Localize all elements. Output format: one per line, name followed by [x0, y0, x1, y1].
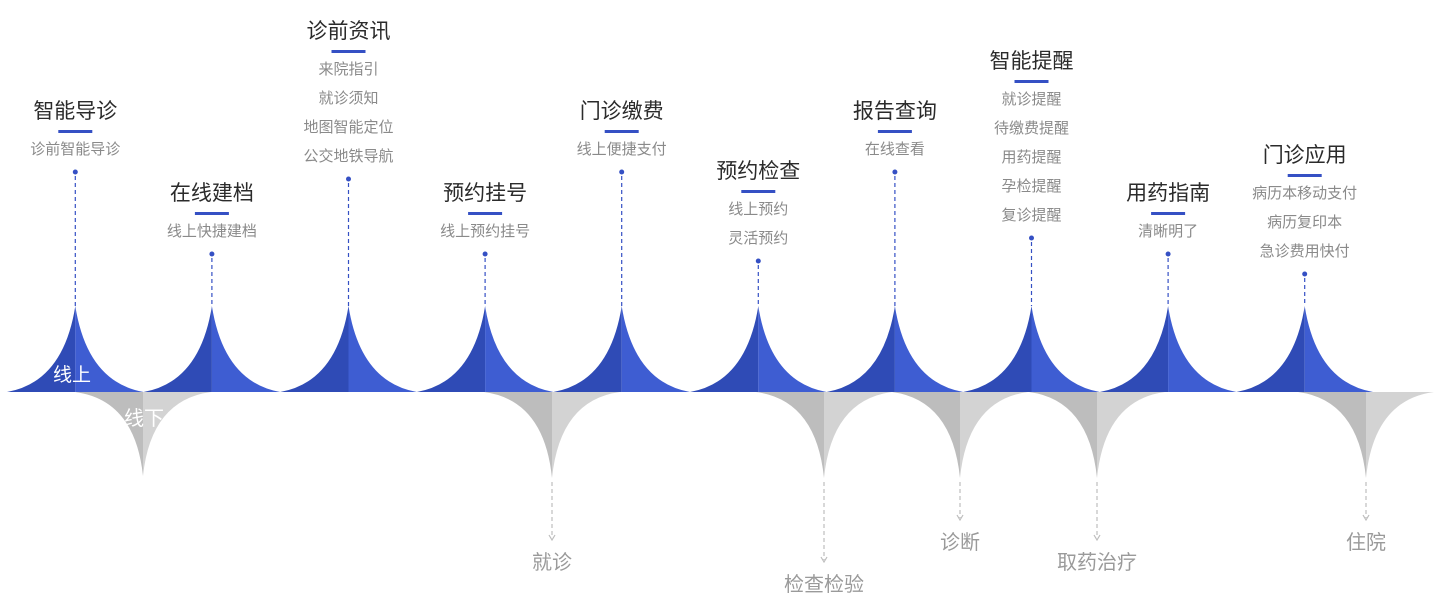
connector-dot [1029, 235, 1034, 241]
online-peak-left [7, 306, 76, 392]
offline-connector-arrow [956, 514, 964, 522]
offline-valley-left [1298, 392, 1366, 478]
online-peak-right [621, 306, 690, 392]
offline-valley-right [552, 392, 620, 478]
offline-step-label: 诊断 [940, 530, 980, 554]
service-item: 病历复印本 [1267, 213, 1343, 231]
offline-connector-arrow [820, 556, 828, 564]
service-underline [877, 130, 912, 133]
service-underline [58, 130, 93, 133]
offline-valley-right [824, 392, 892, 478]
service-underline [1014, 80, 1049, 83]
service-underline [1151, 212, 1186, 215]
connector-dot [209, 251, 215, 257]
offline-valley-right [143, 392, 211, 476]
online-peak-left [280, 306, 349, 392]
service-item: 清晰明了 [1138, 222, 1199, 240]
online-peak-left [553, 306, 622, 392]
service-item: 孕检提醒 [1001, 177, 1062, 195]
offline-step-label: 住院 [1346, 530, 1386, 554]
service-item: 急诊费用快付 [1259, 242, 1350, 260]
service-title: 在线建档 [169, 181, 254, 205]
service-item: 线上预约挂号 [440, 222, 531, 240]
service-item: 复诊提醒 [1001, 206, 1062, 224]
service-title: 智能提醒 [989, 49, 1074, 73]
offline-valley-left [75, 392, 143, 476]
offline-step-label: 检查检验 [784, 572, 864, 596]
connector-dot [892, 169, 898, 175]
service-item: 诊前智能导诊 [30, 140, 121, 158]
service-item: 就诊须知 [318, 89, 379, 107]
service-underline [468, 212, 503, 215]
service-title: 智能导诊 [33, 99, 118, 123]
service-item: 在线查看 [864, 140, 925, 158]
service-underline [741, 190, 776, 193]
connector-dot [346, 176, 351, 182]
offline-step-label: 取药治疗 [1057, 550, 1137, 574]
connector-dot [1165, 251, 1171, 257]
service-title: 用药指南 [1126, 181, 1211, 205]
offline-connector-arrow [1093, 534, 1101, 542]
online-peak-right [348, 306, 417, 392]
offline-connector-arrow [548, 534, 556, 542]
online-peak-right [485, 306, 554, 392]
offline-valley-left [892, 392, 960, 478]
service-item: 公交地铁导航 [303, 147, 394, 165]
service-item: 线上便捷支付 [576, 140, 667, 158]
offline-valley-left [756, 392, 824, 478]
online-peak-left [690, 306, 759, 392]
online-peak-right [1168, 306, 1237, 392]
online-peak-right [758, 306, 827, 392]
online-peak-right [75, 306, 144, 392]
online-peak-right [211, 306, 281, 392]
online-peak-left [826, 306, 895, 392]
connector-dot [619, 169, 625, 175]
online-peak-left [1099, 306, 1169, 392]
service-underline [194, 212, 229, 215]
offline-valley-left [484, 392, 552, 478]
service-title: 诊前资讯 [306, 19, 391, 43]
connector-dot [482, 251, 488, 257]
service-title: 门诊缴费 [579, 99, 664, 123]
service-title: 预约检查 [716, 159, 801, 183]
online-peak-left [963, 306, 1032, 392]
service-title: 报告查询 [852, 99, 937, 123]
service-item: 线上快捷建档 [166, 222, 257, 240]
online-peak-right [894, 306, 964, 392]
online-peak-right [1031, 306, 1100, 392]
offline-step-label: 就诊 [532, 550, 572, 574]
service-underline [604, 130, 639, 133]
online-peak-right [1304, 306, 1373, 392]
offline-tag: 线下 [124, 406, 164, 430]
service-title: 预约挂号 [443, 181, 528, 205]
service-item: 用药提醒 [1001, 148, 1062, 166]
offline-valley-right [960, 392, 1028, 478]
online-peak-left [1236, 306, 1305, 392]
online-peak-left [143, 306, 212, 392]
service-item: 灵活预约 [728, 229, 789, 247]
service-item: 线上预约 [728, 200, 789, 218]
service-item: 就诊提醒 [1001, 90, 1062, 108]
service-title: 门诊应用 [1262, 143, 1347, 167]
online-tag: 线上 [53, 364, 92, 386]
offline-valley-left [1029, 392, 1097, 478]
connector-dot [755, 258, 761, 264]
offline-valley-right [1097, 392, 1165, 478]
offline-connector-arrow [1362, 514, 1370, 522]
connector-dot [1302, 271, 1308, 277]
service-item: 来院指引 [318, 60, 379, 78]
offline-valley-right [1366, 392, 1434, 478]
online-peak-left [416, 306, 486, 392]
service-underline [1287, 174, 1322, 177]
connector-dot [72, 169, 78, 175]
service-item: 地图智能定位 [303, 118, 394, 136]
service-item: 病历本移动支付 [1252, 184, 1358, 202]
service-underline [331, 50, 366, 53]
service-item: 待缴费提醒 [993, 119, 1069, 137]
